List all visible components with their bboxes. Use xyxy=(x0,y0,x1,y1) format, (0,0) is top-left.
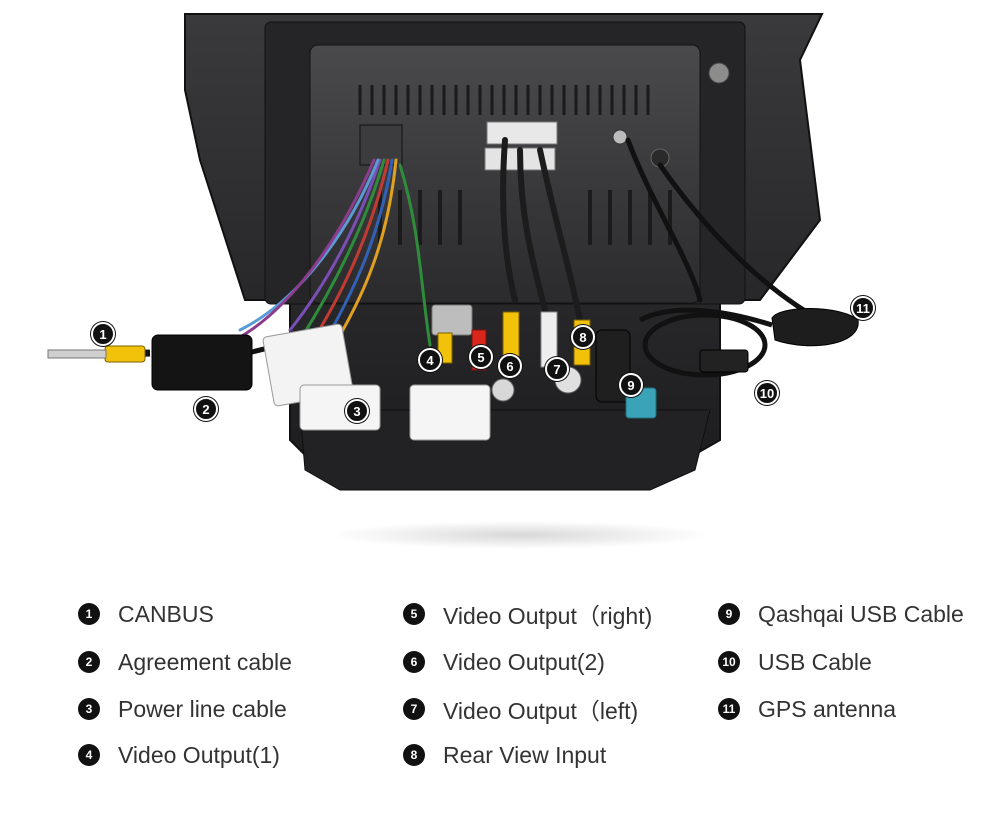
callout-2: 2 xyxy=(194,397,218,421)
legend-number: 8 xyxy=(403,744,425,766)
legend-number: 5 xyxy=(403,603,425,625)
floor-shadow xyxy=(330,521,710,549)
canbus-rca-yellow xyxy=(104,345,146,363)
legend-label: Rear View Input xyxy=(443,741,607,768)
legend-item: 10 USB Cable xyxy=(718,646,872,678)
legend-item: 2 Agreement cable xyxy=(78,646,292,678)
legend-item: 9 Qashqai USB Cable xyxy=(718,598,964,630)
legend-number: 6 xyxy=(403,651,425,673)
lower-ribs xyxy=(378,190,672,245)
legend-number: 9 xyxy=(718,603,740,625)
usb-plug xyxy=(699,349,749,373)
legend-item: 11 GPS antenna xyxy=(718,693,896,725)
legend-item: 4 Video Output(1) xyxy=(78,739,280,771)
legend-item: 6 Video Output(2) xyxy=(403,646,605,678)
usb-coil xyxy=(642,312,768,378)
radio-antenna-socket xyxy=(612,129,628,145)
legend-item: 8 Rear View Input xyxy=(403,739,606,771)
canbus-rca-pin xyxy=(47,349,107,359)
legend-number: 2 xyxy=(78,651,100,673)
legend-label: CANBUS xyxy=(118,600,214,627)
callout-11: 11 xyxy=(851,296,875,320)
head-unit-illustration xyxy=(47,13,859,549)
mount-screw xyxy=(708,62,730,84)
cable-legend: 1 CANBUS 2 Agreement cable 3 Power line … xyxy=(0,590,990,790)
small-connector xyxy=(431,304,473,336)
legend-number: 1 xyxy=(78,603,100,625)
legend-label: Video Output(1) xyxy=(118,741,280,768)
socket-white-top xyxy=(486,121,558,145)
legend-label: USB Cable xyxy=(758,648,872,675)
agreement-box xyxy=(151,334,253,391)
legend-label: Qashqai USB Cable xyxy=(758,600,964,627)
bottom-tray xyxy=(299,409,711,491)
legend-label: Video Output（left) xyxy=(443,698,639,724)
legend-number: 11 xyxy=(718,698,740,720)
rca-yellow-1 xyxy=(437,332,453,364)
legend-label: Power line cable xyxy=(118,695,287,722)
gps-puck xyxy=(771,308,859,347)
legend-label: Agreement cable xyxy=(118,648,292,675)
power-connector-c xyxy=(409,384,491,441)
rca-plug-1 xyxy=(491,378,515,402)
legend-item: 7 Video Output（left) xyxy=(403,693,638,725)
legend-item: 5 Video Output（right) xyxy=(403,598,652,630)
legend-item: 3 Power line cable xyxy=(78,693,287,725)
legend-number: 4 xyxy=(78,744,100,766)
legend-label: GPS antenna xyxy=(758,695,897,722)
callout-10: 10 xyxy=(755,381,779,405)
legend-label: Video Output(2) xyxy=(443,648,605,675)
callout-3: 3 xyxy=(345,399,369,423)
callout-1: 1 xyxy=(91,322,115,346)
callout-6: 6 xyxy=(498,354,522,378)
socket-main xyxy=(359,124,403,166)
gps-cable xyxy=(638,307,773,328)
legend-number: 7 xyxy=(403,698,425,720)
callout-8: 8 xyxy=(571,325,595,349)
product-photo: 1 2 3 4 5 6 7 8 9 10 11 xyxy=(47,13,875,549)
callout-9: 9 xyxy=(619,373,643,397)
legend-number: 3 xyxy=(78,698,100,720)
legend-item: 1 CANBUS xyxy=(78,598,214,630)
callout-7: 7 xyxy=(545,357,569,381)
legend-label: Video Output（right) xyxy=(443,603,653,629)
callout-5: 5 xyxy=(469,345,493,369)
legend-number: 10 xyxy=(718,651,740,673)
callout-4: 4 xyxy=(418,348,442,372)
heatsink-ribs xyxy=(358,85,650,115)
